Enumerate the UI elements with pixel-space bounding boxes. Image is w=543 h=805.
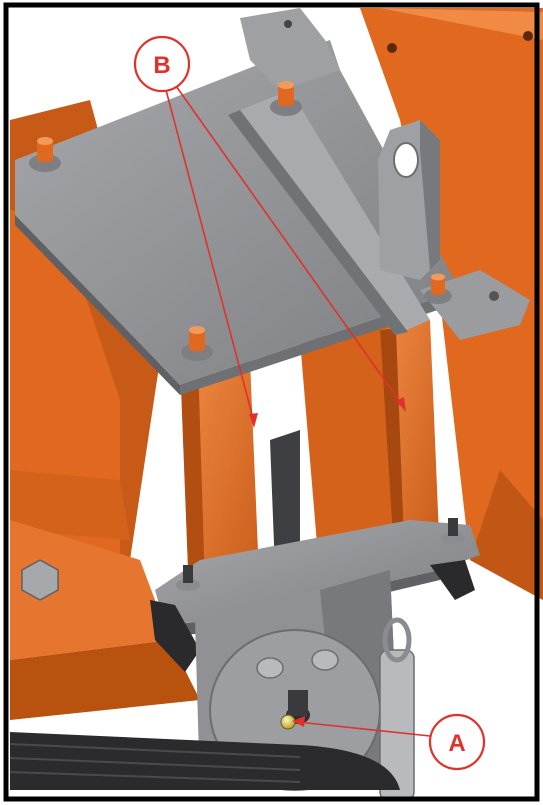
gearbox-bolt [256, 657, 284, 679]
plate-hole [489, 291, 499, 301]
leader-a [297, 721, 431, 737]
mount-hole [387, 43, 397, 53]
leader-b-left [165, 89, 255, 423]
lifting-eye [378, 120, 440, 280]
callout-b: B [133, 35, 191, 93]
spring-cylinder [379, 617, 415, 801]
bolt-cap [424, 273, 452, 304]
mounting-plate [15, 8, 530, 395]
pivot-pad-left [150, 600, 200, 672]
drive-belt [9, 732, 400, 790]
leader-b-right [175, 85, 404, 407]
plate-tab [240, 8, 340, 90]
callout-a-label: A [448, 730, 465, 757]
slide-rails [180, 320, 440, 620]
callout-a-circle [428, 713, 486, 771]
housing-left [10, 100, 200, 720]
callout-b-label: B [153, 52, 170, 79]
eye-hole [393, 142, 419, 178]
housing-hex-bolt [21, 559, 59, 601]
arm-bolt [176, 565, 200, 591]
arm-bolt [441, 518, 465, 544]
spring-eye [382, 617, 412, 663]
mount-hole [523, 31, 533, 41]
bolt-cap [29, 137, 61, 172]
bolt-cap [181, 326, 213, 361]
callout-b-circle [133, 35, 191, 93]
grease-fitting [280, 714, 296, 730]
plate-bolts [29, 81, 452, 361]
border-frame [3, 2, 540, 802]
tab-hole [284, 20, 292, 28]
gearbox-bolt [311, 649, 339, 671]
plate-rib [228, 90, 430, 335]
pivot-pad-right [430, 560, 475, 600]
callout-a: A [428, 713, 486, 771]
bolt-cap [270, 81, 302, 116]
callout-leaders [165, 85, 431, 737]
